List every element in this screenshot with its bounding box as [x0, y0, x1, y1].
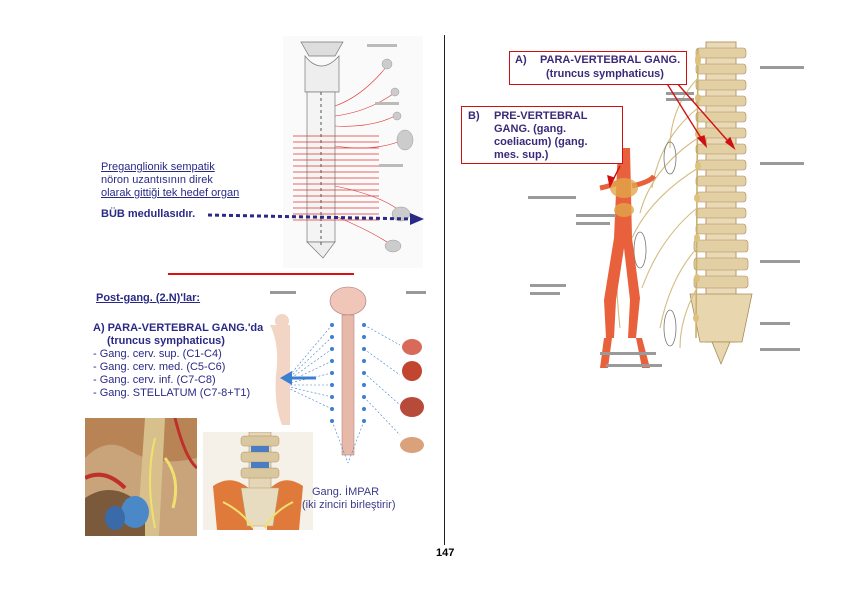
box-pre-vertebral: B) PRE-VERTEBRAL GANG. (gang. coeliacum)…	[461, 106, 623, 164]
lumbar-pelvis-image	[203, 432, 313, 530]
column-divider	[444, 35, 445, 545]
note-line3: olarak gittiği tek hedef organ	[101, 187, 291, 200]
box-para-vertebral: A) PARA-VERTEBRAL GANG. (truncus symphat…	[509, 51, 687, 85]
ganglion-item: - Gang. cerv. sup. (C1-C4)	[93, 348, 263, 361]
box-a-line2: (truncus symphaticus)	[546, 68, 664, 81]
impar-line2: (iki zinciri birleştirir)	[302, 499, 396, 512]
box-b-letter: B)	[468, 110, 480, 123]
box-a-letter: A)	[515, 54, 527, 67]
page-number: 147	[436, 547, 454, 559]
note-line2: nöron uzantısının direk	[101, 174, 291, 187]
red-rule	[168, 273, 354, 275]
box-b-line2: GANG. (gang.	[494, 123, 566, 136]
box-b-line4: mes. sup.)	[494, 149, 548, 162]
box-b-line1: PRE-VERTEBRAL	[494, 110, 588, 123]
para-vertebral-subheading: A) PARA-VERTEBRAL GANG.'da	[93, 322, 263, 335]
cervical-dissection-image	[85, 418, 197, 536]
ganglion-item: - Gang. STELLATUM (C7-8+T1)	[93, 387, 263, 400]
note-line1: Preganglionik sempatik	[101, 161, 291, 174]
sympathetic-trunk-figure	[520, 38, 832, 373]
box-a-line1: PARA-VERTEBRAL GANG.	[540, 54, 680, 67]
ganglion-item: - Gang. cerv. med. (C5-C6)	[93, 361, 263, 374]
dotted-arrow	[206, 205, 428, 227]
box-b-line3: coeliacum) (gang.	[494, 136, 588, 149]
blue-arrow	[278, 368, 318, 388]
postgang-list: A) PARA-VERTEBRAL GANG.'da (truncus symp…	[93, 322, 263, 400]
postgang-heading: Post-gang. (2.N)'lar:	[96, 292, 200, 304]
truncus-subline: (truncus symphaticus)	[93, 335, 263, 348]
ganglion-item: - Gang. cerv. inf. (C7-C8)	[93, 374, 263, 387]
impar-label: Gang. İMPAR (iki zinciri birleştirir)	[302, 486, 396, 512]
impar-line1: Gang. İMPAR	[302, 486, 396, 499]
spinal-cord-diagram	[283, 36, 423, 268]
